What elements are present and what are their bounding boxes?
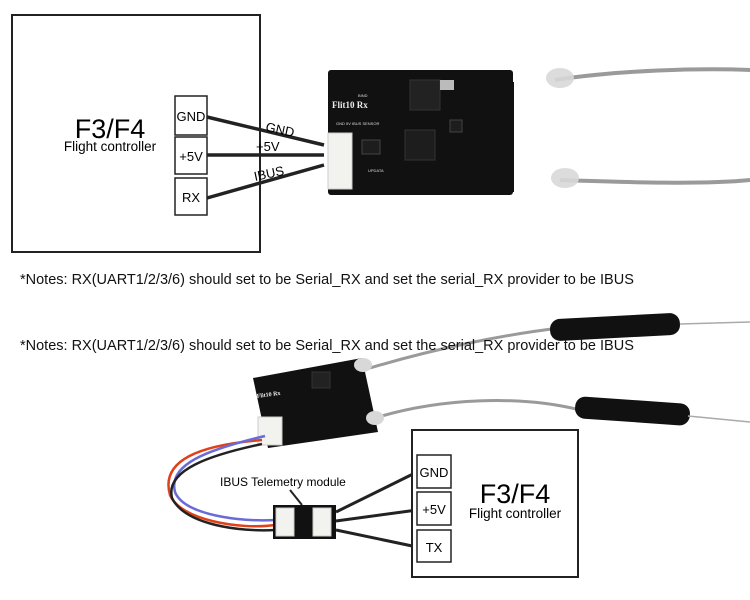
fc-title: F3/F4 <box>480 479 551 509</box>
telemetry-module <box>273 505 336 539</box>
module-label: IBUS Telemetry module <box>220 475 346 489</box>
board-name: Flit10 Rx <box>256 391 280 400</box>
board-name: Flit10 Rx <box>332 100 368 110</box>
svg-text:RX: RX <box>182 190 200 205</box>
pin-tx: TX <box>416 529 452 563</box>
note-top: *Notes: RX(UART1/2/3/6) should set to be… <box>20 272 634 288</box>
pin-gnd: GND <box>416 454 452 489</box>
note-bottom: *Notes: RX(UART1/2/3/6) should set to be… <box>20 338 634 354</box>
svg-text:GND 5V IBUS SENSOR: GND 5V IBUS SENSOR <box>336 121 379 126</box>
svg-text:+5V: +5V <box>422 502 446 517</box>
svg-text:UPDATA: UPDATA <box>368 168 384 173</box>
wire-label-gnd: GND <box>264 119 295 140</box>
svg-text:GND: GND <box>420 465 449 480</box>
fc-subtitle: Flight controller <box>469 506 562 521</box>
pin-rx: RX <box>174 177 208 216</box>
svg-text:+5V: +5V <box>179 149 203 164</box>
svg-text:GND: GND <box>177 109 206 124</box>
fc-title: F3/F4 <box>75 114 146 144</box>
twisted-cable <box>167 434 276 532</box>
bottom-receiver-board: Flit10 Rx <box>253 358 384 448</box>
module-pointer <box>289 489 303 506</box>
top-flight-controller: F3/F4 Flight controller GND +5V RX <box>11 14 261 253</box>
wire-label-5v: +5V <box>256 139 280 154</box>
top-wires <box>206 115 325 200</box>
bottom-wires <box>335 470 418 549</box>
top-receiver-board: Flit10 Rx BIND GND 5V IBUS SENSOR UPDATA <box>327 67 750 195</box>
wire-label-ibus: IBUS <box>253 163 286 184</box>
fc-subtitle: Flight controller <box>64 139 157 154</box>
pin-5v: +5V <box>174 136 208 175</box>
pin-5v: +5V <box>416 491 452 526</box>
svg-text:BIND: BIND <box>358 93 368 98</box>
svg-text:TX: TX <box>426 540 443 555</box>
pin-gnd: GND <box>174 95 208 136</box>
bottom-antennas <box>369 313 750 426</box>
bottom-flight-controller: F3/F4 Flight controller GND +5V TX <box>411 429 579 578</box>
